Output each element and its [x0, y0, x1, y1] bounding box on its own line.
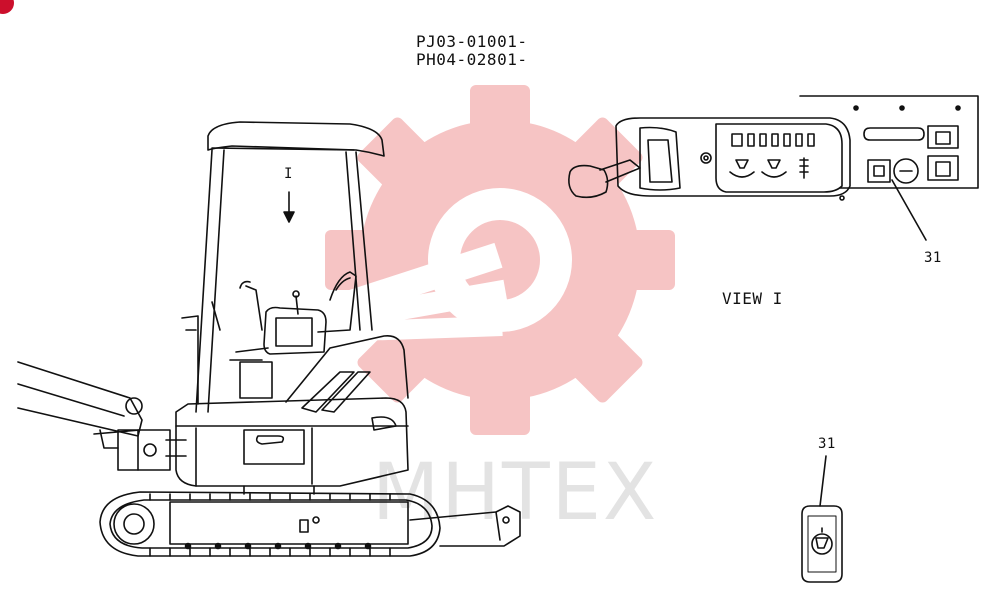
callout-31-detail[interactable]: 31: [818, 436, 836, 452]
control-panel-drawing: [568, 95, 979, 241]
callout-31-panel[interactable]: 31: [924, 250, 942, 266]
view-title: VIEW I: [722, 289, 783, 308]
serial-range-start: PJ03-01001-: [416, 32, 528, 51]
excavator-drawing: [17, 121, 521, 557]
part-31-switch-drawing: [801, 455, 843, 583]
serial-range-end: PH04-02801-: [416, 50, 528, 69]
corner-badge: [0, 0, 14, 14]
view-arrow-label: I: [284, 166, 293, 182]
watermark-text: MHTEX: [372, 448, 659, 538]
